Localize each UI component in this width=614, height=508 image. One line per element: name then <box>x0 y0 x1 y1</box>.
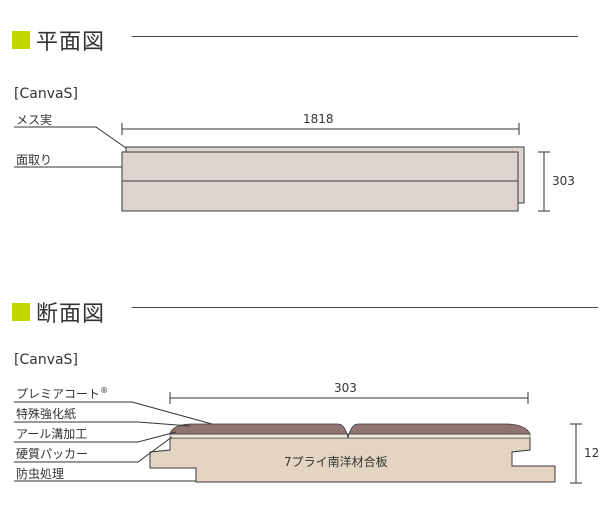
label-round-groove: アール溝加工 <box>16 427 88 441</box>
section-plywood-core <box>149 437 556 483</box>
plan-product-tag: [CanvaS] <box>14 86 78 102</box>
plan-width-dimension <box>538 151 550 212</box>
section-title: 断面図 <box>36 302 106 327</box>
section-surface-layer <box>169 423 531 439</box>
plan-heading: 平面図 <box>12 24 105 56</box>
section-thickness-dimension <box>570 423 582 484</box>
plan-length-value: 1818 <box>303 112 334 126</box>
leader-reinforced-paper <box>14 421 191 427</box>
leader-round-groove <box>14 431 177 443</box>
plan-title: 平面図 <box>36 30 106 55</box>
section-heading: 断面図 <box>12 296 105 328</box>
plan-heading-rule <box>132 36 578 37</box>
accent-square-icon <box>12 31 30 49</box>
plan-length-dimension <box>121 123 520 135</box>
leader-hard-packer <box>14 436 173 463</box>
leader-premier-coat <box>14 401 213 425</box>
section-product-tag: [CanvaS] <box>14 352 78 368</box>
plan-width-value: 303 <box>552 174 575 188</box>
section-width-value: 303 <box>334 381 357 395</box>
section-width-dimension <box>169 392 529 404</box>
section-thickness-value: 12 <box>584 446 600 460</box>
label-insect-proof: 防虫処理 <box>16 467 65 481</box>
label-reinforced-paper: 特殊強化紙 <box>16 407 77 421</box>
accent-square-icon <box>12 303 30 321</box>
section-heading-rule <box>132 307 598 308</box>
label-premier-coat: プレミアコート® <box>16 386 109 401</box>
plan-leader-lines <box>14 126 127 168</box>
section-packer-layer <box>169 433 531 439</box>
label-hard-packer: 硬質パッカー <box>16 447 89 461</box>
plan-board <box>121 146 525 212</box>
core-label: 7プライ南洋材合板 <box>284 455 388 469</box>
leader-female-tongue <box>14 126 127 149</box>
section-leader-lines <box>14 401 213 482</box>
label-chamfer: 面取り <box>16 153 53 167</box>
label-female-tongue: メス実 <box>16 113 53 127</box>
